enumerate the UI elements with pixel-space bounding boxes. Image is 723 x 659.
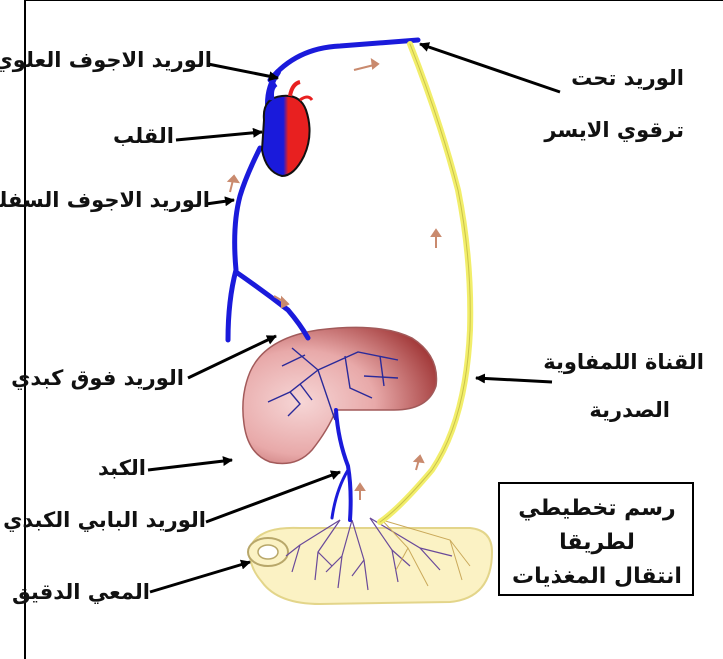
label-hepatic-portal-vein: الوريد البابي الكبدي [30, 508, 206, 532]
label-inferior-vena-cava: الوريد الاجوف السفلي [26, 188, 210, 212]
pointer-thoracic-duct [476, 378, 552, 382]
label-left-subclavian-vein-line1: الوريد تحت [564, 66, 684, 90]
thoracic-duct-outline [380, 44, 470, 522]
pointer-superior-vena-cava [208, 64, 278, 78]
thoracic-duct-vessel [380, 44, 470, 522]
label-hepatic-vein: الوريد فوق كبدي [34, 366, 184, 390]
caption-line1: رسم تخطيطي لطريقا [506, 492, 688, 560]
label-superior-vena-cava: الوريد الاجوف العلوي [26, 48, 212, 72]
left-subclavian-vein-vessel [270, 40, 418, 80]
label-small-intestine: المعي الدقيق [34, 580, 150, 604]
label-left-subclavian-vein-line2: ترقوي الايسر [560, 118, 684, 142]
pointer-heart [176, 132, 262, 140]
pointer-inferior-vena-cava [206, 200, 234, 204]
label-thoracic-duct-line2: الصدرية [580, 398, 670, 422]
pointer-left-subclavian-vein [420, 44, 560, 92]
label-liver: الكبد [84, 456, 146, 480]
label-heart: القلب [102, 124, 174, 148]
pointer-liver [148, 460, 232, 470]
hepatic-portal-vein-vessel [336, 410, 351, 520]
label-thoracic-duct-line1: القناة اللمفاوية [556, 350, 704, 374]
portal-vein-branch [332, 470, 348, 518]
caption-text: رسم تخطيطي لطريقا انتقال المغذيات [506, 492, 688, 594]
pointer-small-intestine [150, 562, 250, 592]
caption-line2: انتقال المغذيات [506, 560, 688, 594]
pointer-portal-vein [206, 472, 340, 522]
small-intestine [248, 528, 492, 604]
heart [262, 82, 312, 176]
hepatic-vein-vessel [236, 272, 308, 338]
